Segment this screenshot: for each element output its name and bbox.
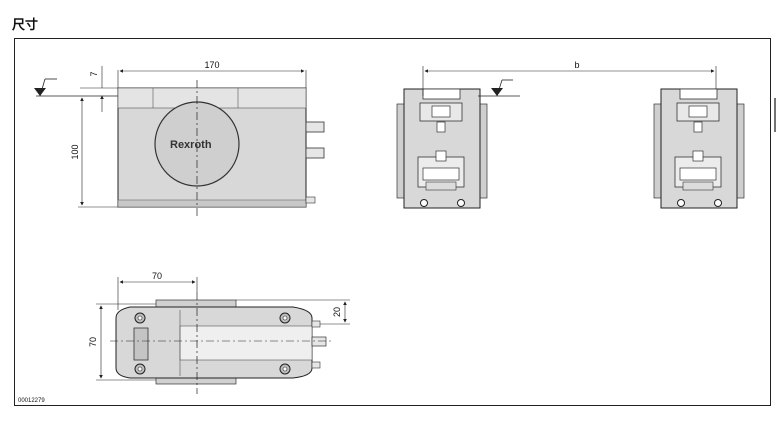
brand-logo: Rexroth [170,139,212,151]
front-view: Rexroth 170 7 100 [34,60,325,216]
dim-label-7: 7 [89,71,99,76]
front-shafts [305,121,325,204]
dim-front-width: 170 [117,60,307,88]
dim-label-70-side: 70 [88,337,98,347]
dim-label-b: b [574,60,579,70]
page-title: 尺寸 [12,18,39,33]
level-symbol-left [34,78,118,97]
side-view-left [396,88,488,209]
dim-top-depth: 70 [88,303,156,381]
drawing-code: 00012279 [18,398,45,404]
dim-label-170: 170 [204,60,219,70]
top-view [110,292,332,394]
drawing-frame [14,38,771,406]
dim-label-70-top: 70 [152,271,162,281]
dim-front-height: 100 [70,97,118,208]
dim-label-20: 20 [332,307,342,317]
dim-top-shaft: 20 [236,299,350,325]
dim-top-offset: 70 [117,271,198,310]
dim-front-offset: 7 [80,66,118,112]
level-symbol-right [478,79,520,97]
side-view-right [653,88,745,209]
dim-label-100: 100 [70,144,80,159]
